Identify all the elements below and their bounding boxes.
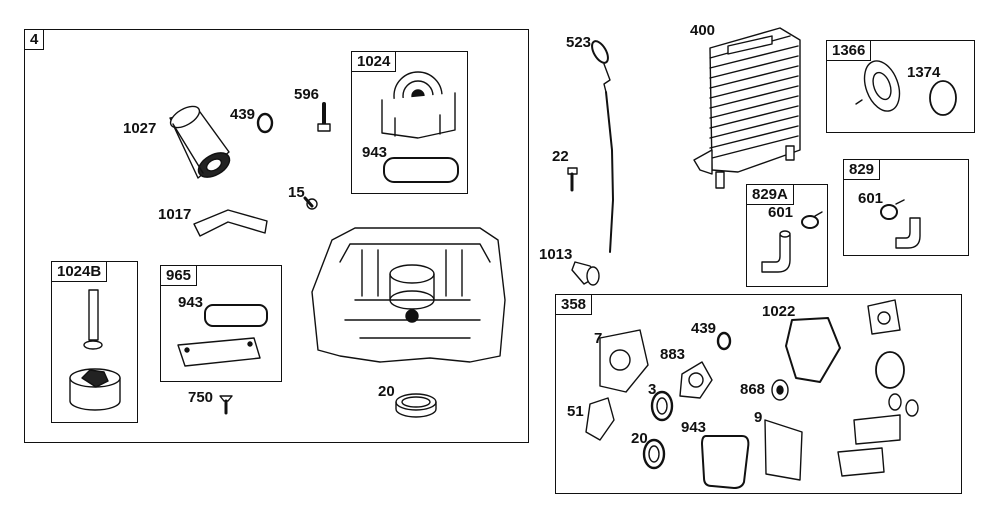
assembly-frame-1024: 1024 <box>351 51 468 194</box>
bolt-15[interactable] <box>303 196 318 210</box>
gasket-7[interactable] <box>599 329 649 393</box>
assembly-tag-1366[interactable]: 1366 <box>826 40 872 61</box>
gasket-9[interactable] <box>764 419 803 481</box>
gasket-883[interactable] <box>679 361 713 399</box>
callout-1374[interactable]: 1374 <box>907 64 941 81</box>
assembly-frame-1024b: 1024B <box>51 261 138 423</box>
seal-3[interactable] <box>650 390 674 422</box>
gasket-943-set[interactable] <box>701 435 750 489</box>
assembly-tag-4[interactable]: 4 <box>24 29 45 50</box>
assembly-frame-829: 829 <box>843 159 969 256</box>
hose-829[interactable] <box>895 217 921 249</box>
clamp-601b[interactable] <box>880 199 905 220</box>
callout-601b[interactable]: 601 <box>858 190 884 207</box>
assembly-tag-829a[interactable]: 829A <box>746 184 794 205</box>
gasket-51[interactable] <box>585 397 615 441</box>
gasket-943-cover[interactable] <box>204 304 268 327</box>
bracket-1017[interactable] <box>193 209 268 237</box>
callout-943-cover[interactable]: 943 <box>178 294 204 311</box>
callout-601a[interactable]: 601 <box>768 204 794 221</box>
o-ring-1374[interactable] <box>929 80 957 116</box>
assembly-frame-358: 358 <box>555 294 962 494</box>
assembly-tag-1024[interactable]: 1024 <box>351 51 397 72</box>
callout-3[interactable]: 3 <box>648 381 657 398</box>
callout-1013[interactable]: 1013 <box>539 246 573 263</box>
o-ring-439[interactable] <box>256 112 274 134</box>
assembly-tag-1024b[interactable]: 1024B <box>51 261 108 282</box>
hose-829a[interactable] <box>761 230 791 273</box>
clamp-601a[interactable] <box>801 211 823 229</box>
callout-943-set[interactable]: 943 <box>681 419 707 436</box>
oil-filter-1027[interactable] <box>167 102 234 182</box>
assembly-frame-829a: 829A <box>746 184 828 287</box>
callout-439b[interactable]: 439 <box>691 320 717 337</box>
callout-439[interactable]: 439 <box>230 106 256 123</box>
seal-868[interactable] <box>771 379 789 401</box>
assembly-frame-4: 4 <box>24 29 529 443</box>
assembly-frame-1366: 1366 <box>826 40 975 133</box>
callout-883[interactable]: 883 <box>660 346 686 363</box>
oil-seal-20a[interactable] <box>395 393 437 418</box>
callout-20b[interactable]: 20 <box>631 430 648 447</box>
oil-cooler-400[interactable] <box>693 27 801 189</box>
screw-750[interactable] <box>219 395 233 415</box>
callout-7[interactable]: 7 <box>594 330 603 347</box>
callout-51[interactable]: 51 <box>567 403 584 420</box>
callout-750[interactable]: 750 <box>188 389 214 406</box>
callout-1022[interactable]: 1022 <box>762 303 796 320</box>
assembly-tag-965[interactable]: 965 <box>160 265 198 286</box>
callout-1017[interactable]: 1017 <box>158 206 192 223</box>
bolt-596[interactable] <box>317 102 331 132</box>
o-ring-439b[interactable] <box>716 331 732 351</box>
cover-plate-965[interactable] <box>177 337 261 367</box>
callout-400[interactable]: 400 <box>690 22 716 39</box>
gasket-1022[interactable] <box>785 317 841 383</box>
assembly-tag-829[interactable]: 829 <box>843 159 881 180</box>
gasket-943-pump[interactable] <box>383 157 459 183</box>
callout-523[interactable]: 523 <box>566 34 592 51</box>
callout-943-pump[interactable]: 943 <box>362 144 388 161</box>
cooler-adapter-1366[interactable] <box>855 56 906 116</box>
assembly-tag-358[interactable]: 358 <box>555 294 593 315</box>
gasket-set-extras[interactable] <box>837 299 919 477</box>
crankcase-housing[interactable] <box>311 227 506 363</box>
oil-pump-1024[interactable] <box>381 71 456 139</box>
assembly-frame-965: 965 <box>160 265 282 382</box>
dipstick-tube-1013[interactable] <box>571 261 600 286</box>
callout-596[interactable]: 596 <box>294 86 320 103</box>
callout-15[interactable]: 15 <box>288 184 305 201</box>
seal-20b[interactable] <box>642 438 666 470</box>
callout-9[interactable]: 9 <box>754 409 763 426</box>
callout-20a[interactable]: 20 <box>378 383 395 400</box>
bolt-22[interactable] <box>567 167 578 192</box>
dipstick-523[interactable] <box>589 39 614 253</box>
callout-868[interactable]: 868 <box>740 381 766 398</box>
callout-1027[interactable]: 1027 <box>123 120 157 137</box>
pump-rotor-1024b[interactable] <box>69 289 121 411</box>
callout-22[interactable]: 22 <box>552 148 569 165</box>
gasket-7-bore <box>609 349 631 371</box>
